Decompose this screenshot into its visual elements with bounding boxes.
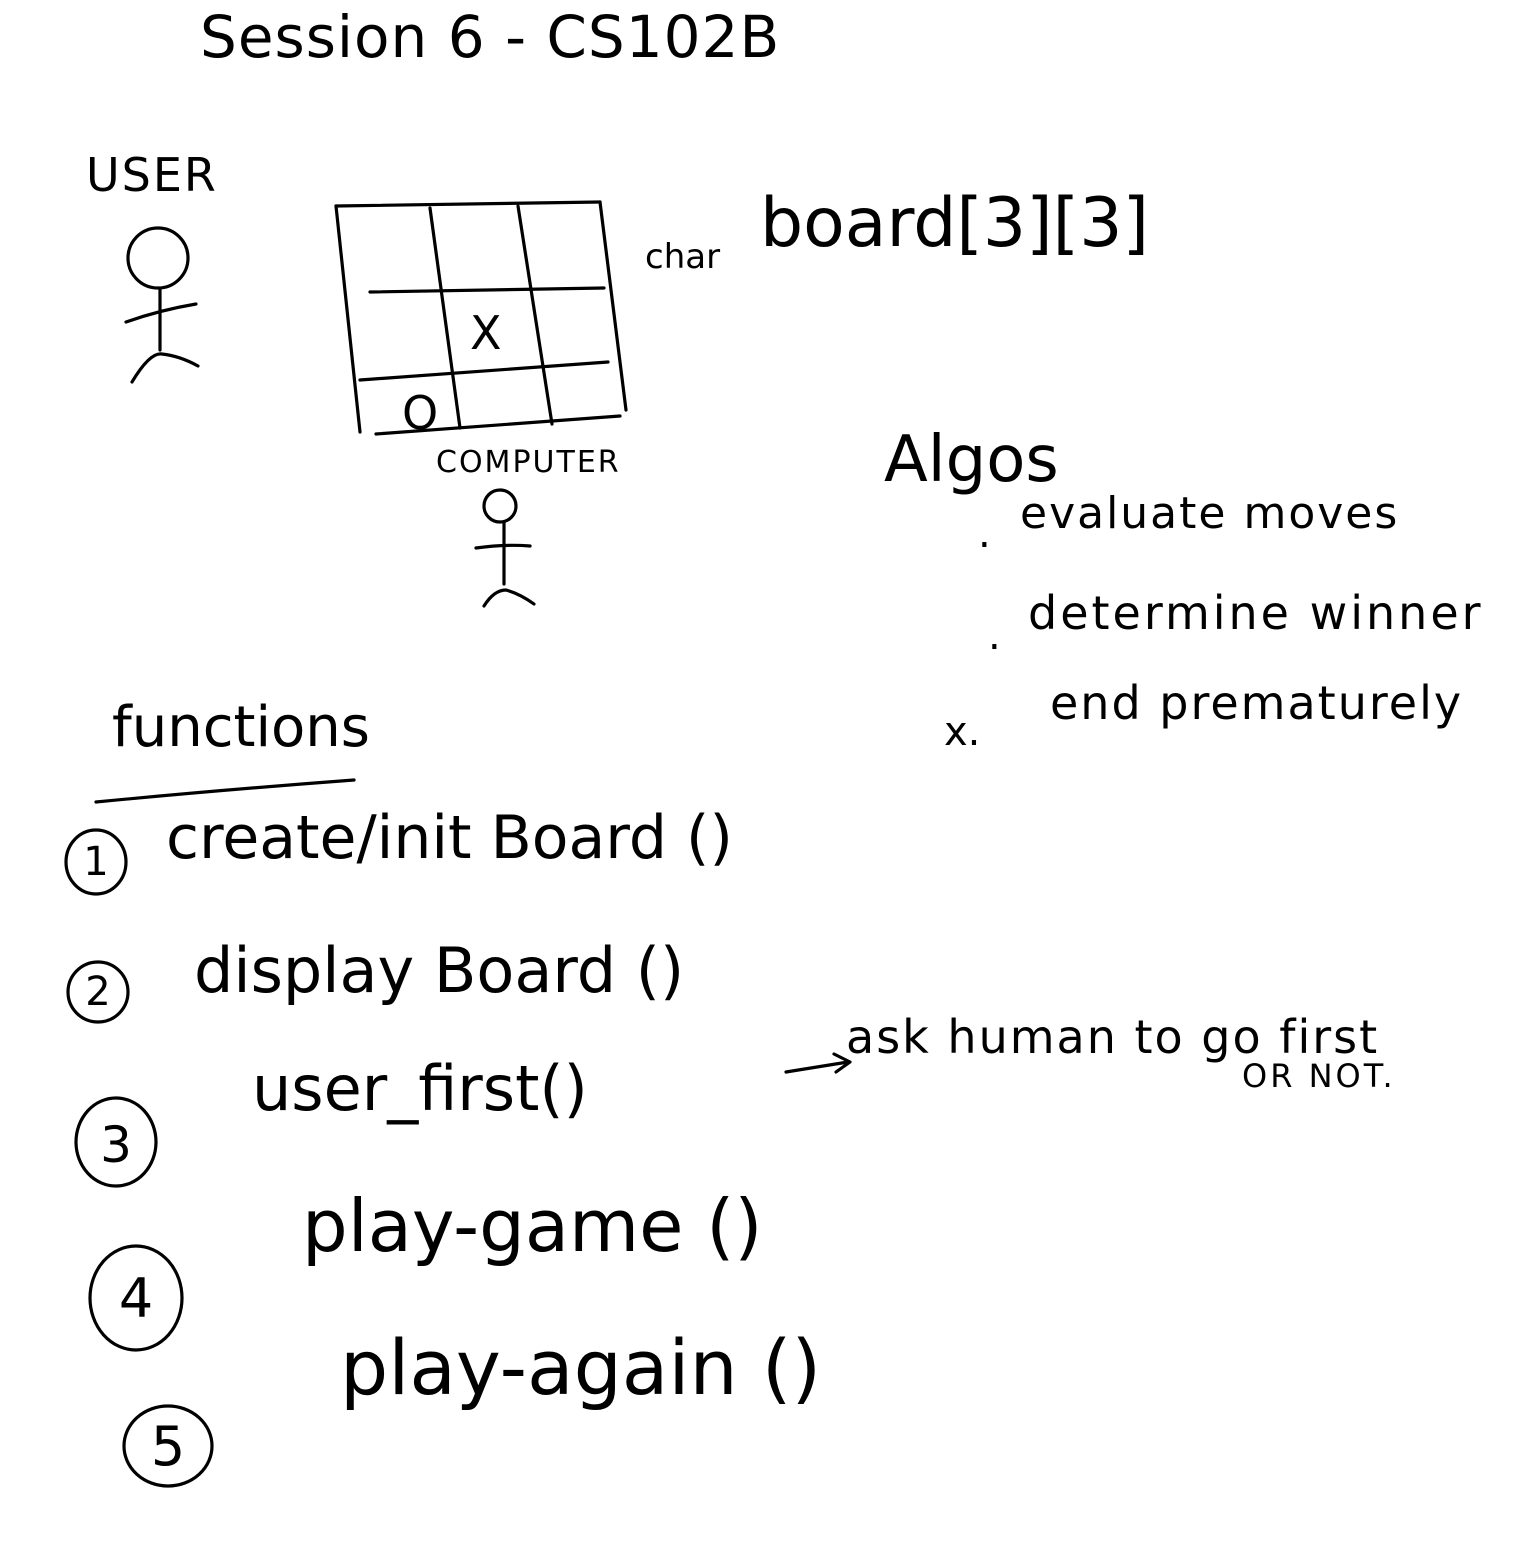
number-circle-5	[122, 1404, 214, 1488]
algos-item-3: end prematurely	[1050, 676, 1464, 730]
number-circle-2	[66, 960, 130, 1024]
algos-item-1: evaluate moves	[1020, 488, 1400, 539]
algos-heading: Algos	[884, 423, 1059, 497]
arrow-icon	[784, 1052, 852, 1074]
computer-stick-figure	[474, 488, 536, 608]
board-cell-6: O	[402, 386, 439, 440]
algos-bullet-3: x.	[944, 709, 981, 755]
function-number-2: 2	[85, 969, 111, 1015]
algos-bullet-1: .	[978, 511, 991, 557]
number-circle-3	[74, 1096, 158, 1188]
computer-label: COMPUTER	[436, 445, 621, 480]
function-item-1: create/init Board ()	[166, 803, 733, 873]
board-cell-4: X	[470, 306, 502, 360]
algos-item-2: determine winner	[1028, 586, 1484, 640]
function-item-5: play-again ()	[340, 1323, 822, 1412]
functions-heading: functions	[112, 695, 370, 760]
function-number-3: 3	[100, 1116, 132, 1174]
function-number-5: 5	[150, 1415, 186, 1478]
function-number-1: 1	[83, 839, 109, 885]
functions-underline	[94, 778, 356, 804]
function-number-4: 4	[118, 1267, 154, 1330]
number-circle-4	[88, 1244, 184, 1352]
function-item-3-note: ask human to go first	[846, 1010, 1380, 1064]
number-circle-1	[64, 828, 128, 896]
function-item-4: play-game ()	[302, 1184, 763, 1268]
function-item-3-note2: OR NOT.	[1242, 1057, 1396, 1095]
board-grid	[334, 200, 628, 436]
page-title: Session 6 - CS102B	[200, 3, 781, 71]
board-type-label: char	[645, 237, 721, 277]
user-label: USER	[86, 148, 218, 202]
function-item-3: user_first()	[252, 1052, 588, 1125]
function-item-2: display Board ()	[194, 934, 685, 1007]
algos-bullet-2: .	[988, 613, 1001, 659]
user-stick-figure	[124, 226, 200, 384]
board-declaration: board[3][3]	[760, 184, 1150, 263]
